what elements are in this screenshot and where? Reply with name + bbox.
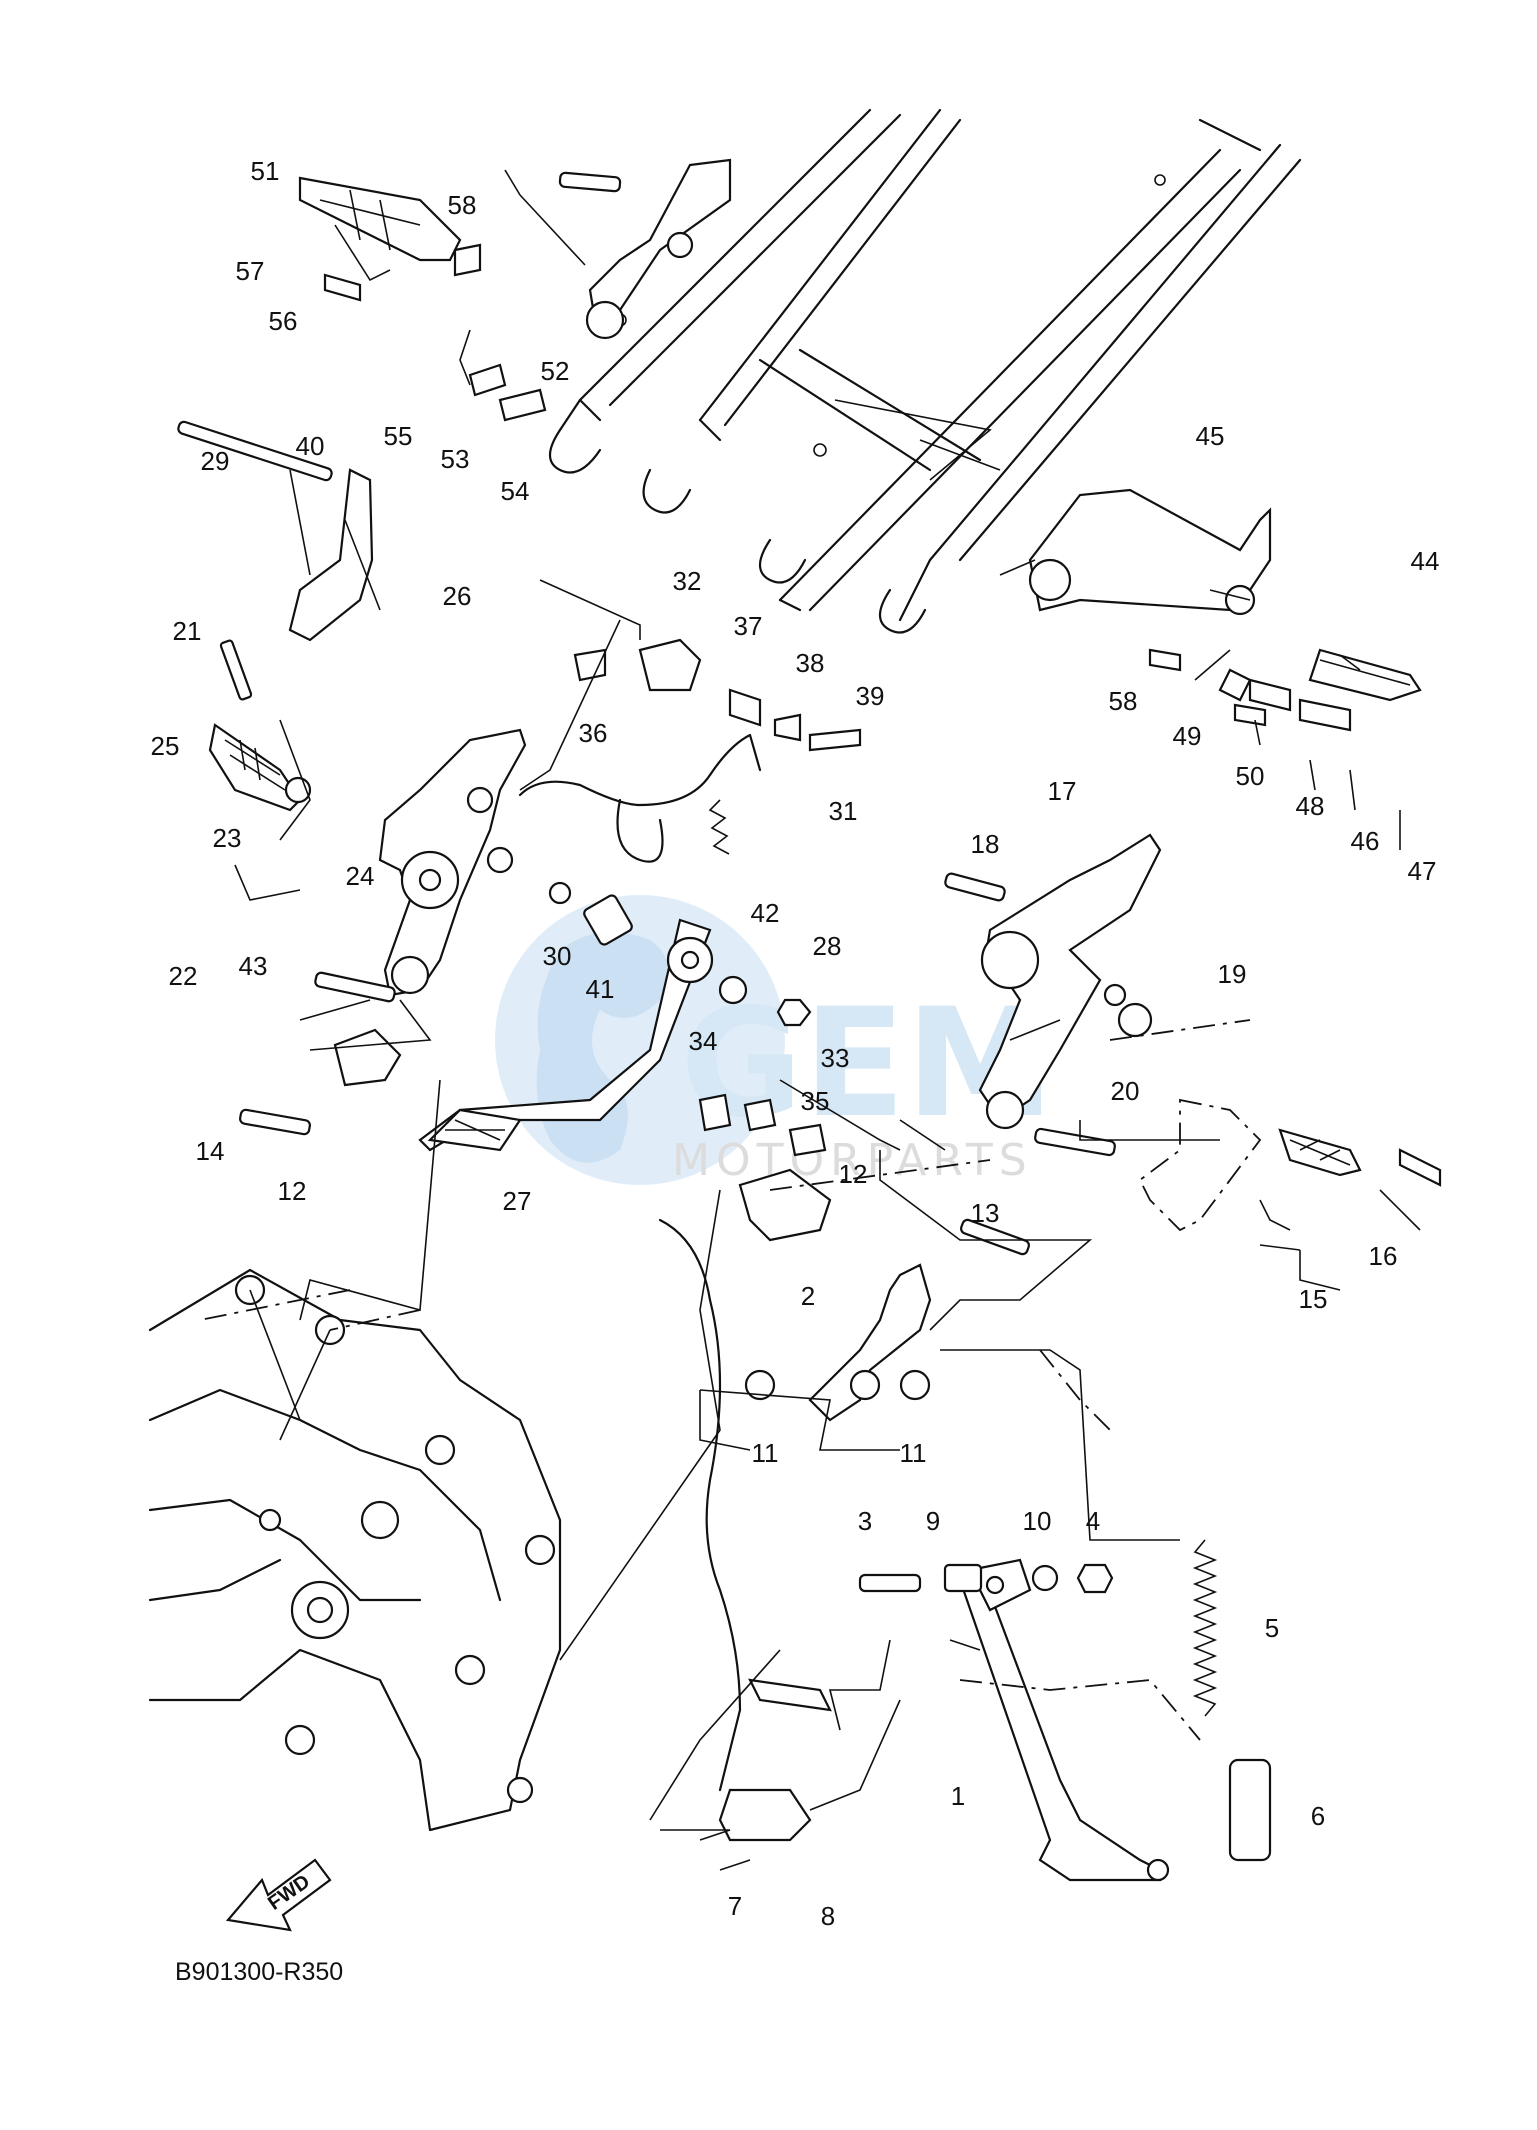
- callout-8: 8: [821, 1901, 835, 1931]
- side-stand-spring: [1192, 1539, 1218, 1717]
- rear-footrest-right: [1028, 488, 1422, 702]
- brake-switch-spring: [708, 799, 730, 855]
- callout-54: 54: [501, 476, 530, 506]
- callout-14: 14: [196, 1136, 225, 1166]
- callout-15: 15: [1299, 1284, 1328, 1314]
- callout-36: 36: [579, 718, 608, 748]
- footrest-bracket-right: [978, 833, 1162, 1130]
- engine-frame: [148, 1268, 562, 1832]
- callout-58a: 58: [448, 190, 477, 220]
- callout-56: 56: [269, 306, 298, 336]
- callout-57: 57: [236, 256, 265, 286]
- callout-43: 43: [239, 951, 268, 981]
- watermark-sub: MOTORPARTS: [672, 1135, 1033, 1186]
- brake-pedal: [418, 918, 714, 1152]
- callout-labels: 51 58 57 56 52 55 53 54 29 40 26 21 25 2…: [151, 156, 1440, 1931]
- callout-12b: 12: [839, 1159, 868, 1189]
- callout-1: 1: [951, 1781, 965, 1811]
- callout-55: 55: [384, 421, 413, 451]
- callout-26: 26: [443, 581, 472, 611]
- callout-38: 38: [796, 648, 825, 678]
- callout-11b: 11: [900, 1438, 927, 1468]
- callout-35: 35: [801, 1086, 830, 1116]
- callout-12a: 12: [278, 1176, 307, 1206]
- callout-34: 34: [689, 1026, 718, 1056]
- callout-48: 48: [1296, 791, 1325, 821]
- callout-18: 18: [971, 829, 1000, 859]
- callout-42: 42: [751, 898, 780, 928]
- callout-7: 7: [728, 1891, 742, 1921]
- brake-switch-cable: [518, 733, 762, 863]
- callout-31: 31: [829, 796, 858, 826]
- side-stand-switch: [658, 1218, 812, 1842]
- callout-5: 5: [1265, 1613, 1279, 1643]
- callout-47: 47: [1408, 856, 1437, 886]
- callout-28: 28: [813, 931, 842, 961]
- callout-3: 3: [858, 1506, 872, 1536]
- callout-17: 17: [1048, 776, 1077, 806]
- callout-46: 46: [1351, 826, 1380, 856]
- spring-hook-tube: [1228, 1758, 1272, 1862]
- callout-10: 10: [1023, 1506, 1052, 1536]
- footrest-bracket-left: [378, 728, 527, 997]
- callout-27: 27: [503, 1186, 532, 1216]
- callout-41: 41: [586, 974, 615, 1004]
- rear-footrest-left: [298, 158, 732, 340]
- hardware: [177, 171, 1442, 1712]
- callout-45: 45: [1196, 421, 1225, 451]
- callout-52: 52: [541, 356, 570, 386]
- callout-39: 39: [856, 681, 885, 711]
- callout-49: 49: [1173, 721, 1202, 751]
- callout-51: 51: [251, 156, 280, 186]
- callout-25: 25: [151, 731, 180, 761]
- callout-50: 50: [1236, 761, 1265, 791]
- callout-9: 9: [926, 1506, 940, 1536]
- callout-19: 19: [1218, 959, 1247, 989]
- callout-21: 21: [173, 616, 202, 646]
- footpeg-right: [1138, 1098, 1362, 1232]
- callout-33: 33: [821, 1043, 850, 1073]
- leader-lines: [199, 169, 1421, 1871]
- callout-37: 37: [734, 611, 763, 641]
- footpeg-left: [208, 723, 312, 812]
- callout-6: 6: [1311, 1801, 1325, 1831]
- callout-58b: 58: [1109, 686, 1138, 716]
- callout-23: 23: [213, 823, 242, 853]
- fwd-arrow: FWD: [225, 1858, 332, 1932]
- callout-20: 20: [1111, 1076, 1140, 1106]
- heel-guard: [288, 468, 374, 642]
- diagram-code: B901300-R350: [175, 1958, 343, 1986]
- callout-13: 13: [971, 1198, 1000, 1228]
- watermark-logo: GEM MOTORPARTS: [495, 895, 1055, 1186]
- callout-44: 44: [1411, 546, 1440, 576]
- side-stand: [958, 1558, 1170, 1882]
- callout-24: 24: [346, 861, 375, 891]
- callout-53: 53: [441, 444, 470, 474]
- callout-11a: 11: [752, 1438, 779, 1468]
- callout-16: 16: [1369, 1241, 1398, 1271]
- callout-2: 2: [801, 1281, 815, 1311]
- callout-32: 32: [673, 566, 702, 596]
- callout-40: 40: [296, 431, 325, 461]
- callout-22: 22: [169, 961, 198, 991]
- callout-4: 4: [1086, 1506, 1100, 1536]
- callout-30: 30: [543, 941, 572, 971]
- callout-29: 29: [201, 446, 230, 476]
- main-frame-rails: [548, 108, 1302, 634]
- side-stand-bracket: [808, 1263, 932, 1422]
